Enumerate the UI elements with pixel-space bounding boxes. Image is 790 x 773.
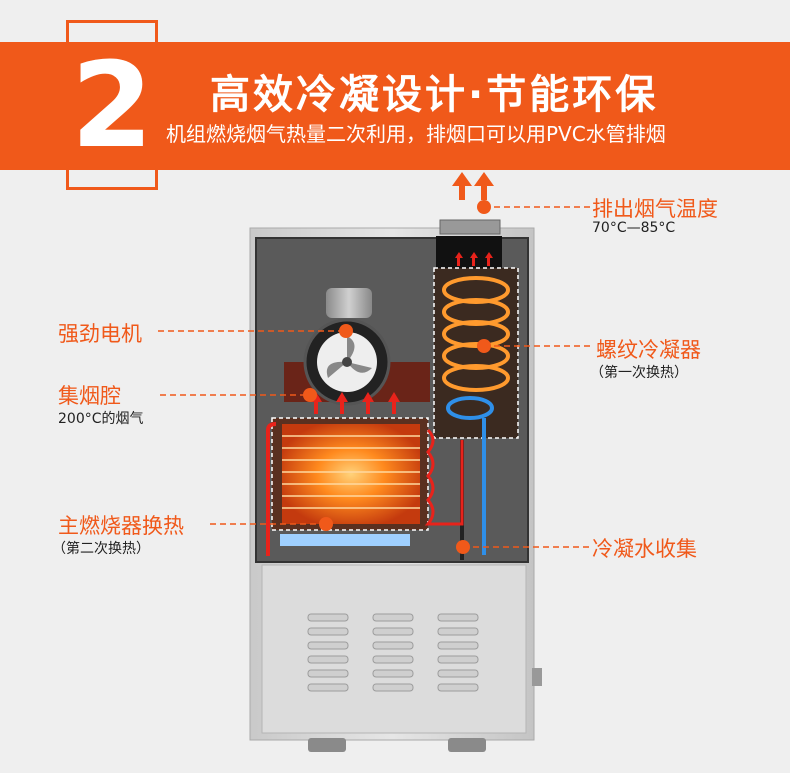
main-heat-exchanger: [266, 417, 464, 556]
callout-motor: 强劲电机: [58, 322, 142, 346]
leader-lines: [158, 206, 592, 548]
page-subtitle: 机组燃烧烟气热量二次利用，排烟口可以用PVC水管排烟: [166, 122, 666, 146]
step-number: 2: [70, 36, 154, 174]
exhaust-flue: [436, 219, 502, 268]
callout-main-burner: 主燃烧器换热: [58, 514, 184, 538]
callout-condenser: 螺纹冷凝器: [596, 338, 701, 362]
callout-exhaust-temp-note: 70°C—85°C: [592, 220, 676, 236]
ventilation-grilles: [307, 613, 479, 692]
callout-dots: [303, 200, 491, 554]
callout-main-burner-note: （第二次换热）: [52, 541, 150, 557]
callout-condenser-note: （第一次换热）: [590, 365, 688, 381]
callout-condensate: 冷凝水收集: [592, 537, 697, 561]
page-title: 高效冷凝设计·节能环保: [210, 72, 659, 118]
callout-smoke-chamber: 集烟腔: [58, 384, 121, 408]
smoke-flow-arrows: [310, 252, 493, 414]
fan-motor: [284, 288, 430, 406]
callout-smoke-chamber-note: 200°C的烟气: [58, 411, 144, 427]
callout-exhaust-temp: 排出烟气温度: [592, 197, 718, 221]
step-number-frame: 2: [66, 20, 158, 190]
exhaust-up-arrows: [452, 172, 494, 200]
spiral-condenser: [433, 267, 519, 560]
header-banner: [0, 42, 790, 170]
